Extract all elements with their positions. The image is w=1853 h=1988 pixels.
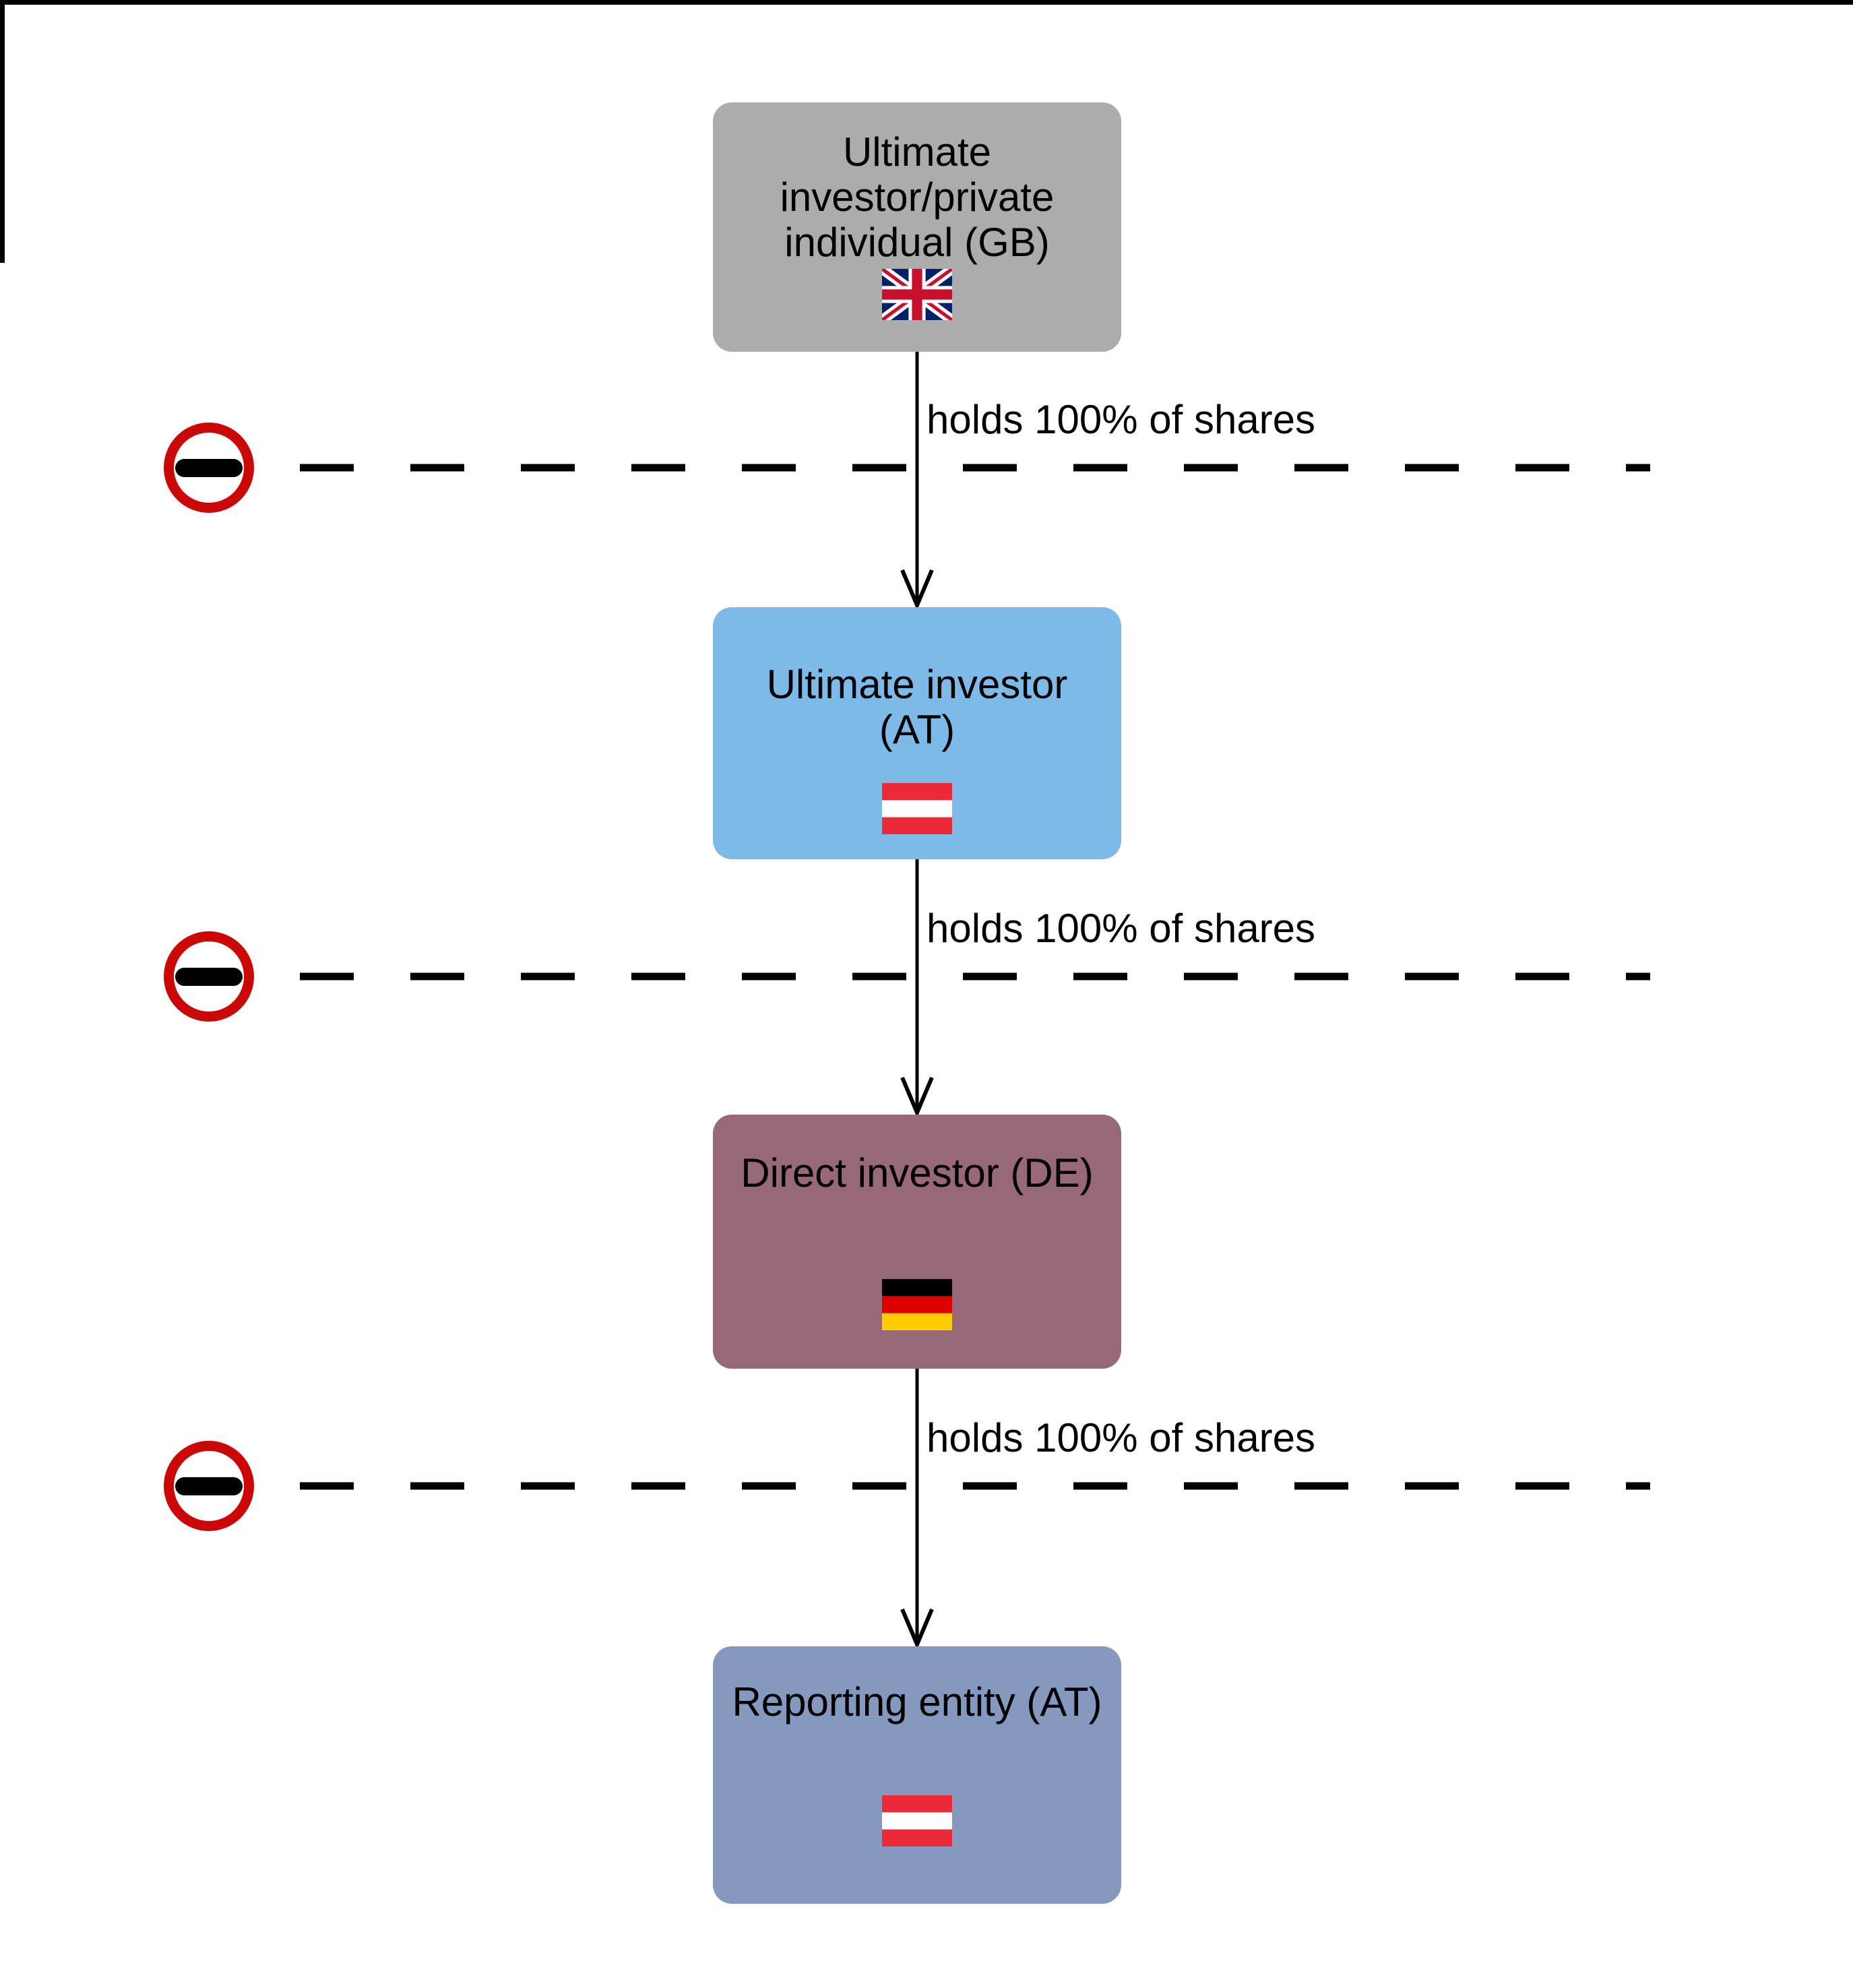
arrow-gb-to-at (900, 352, 934, 611)
edge-label-holds-shares: holds 100% of shares (927, 397, 1316, 442)
germany-flag-icon (882, 1279, 952, 1330)
node-label: Direct investor (DE) (741, 1150, 1094, 1195)
node-ultimate-investor-at: Ultimate investor (AT) (713, 607, 1121, 859)
screenshot-left-border (0, 0, 5, 263)
node-direct-investor-de: Direct investor (DE) (713, 1115, 1121, 1369)
dashed-divider (300, 464, 1650, 472)
austria-flag-icon (882, 1795, 952, 1846)
no-entry-icon (164, 931, 254, 1022)
arrow-de-to-reporting (900, 1369, 934, 1650)
uk-flag-icon (882, 269, 952, 320)
no-entry-icon (164, 423, 254, 513)
dashed-divider (300, 972, 1650, 981)
edge-label-holds-shares: holds 100% of shares (927, 906, 1316, 951)
node-label: Reporting entity (AT) (732, 1679, 1102, 1725)
arrow-at-to-de (900, 859, 934, 1118)
edge-label-holds-shares: holds 100% of shares (927, 1415, 1316, 1460)
screenshot-top-border (0, 0, 1853, 5)
node-label: Ultimate investor/private individual (GB… (780, 129, 1055, 265)
austria-flag-icon (882, 783, 952, 834)
no-entry-bar (175, 967, 243, 986)
node-label: Ultimate investor (AT) (766, 662, 1068, 752)
no-entry-bar (175, 1477, 243, 1495)
no-entry-icon (164, 1441, 254, 1531)
no-entry-bar (175, 458, 243, 477)
node-ultimate-investor-gb: Ultimate investor/private individual (GB… (713, 102, 1121, 352)
node-reporting-entity-at: Reporting entity (AT) (713, 1646, 1121, 1904)
dashed-divider (300, 1482, 1650, 1490)
